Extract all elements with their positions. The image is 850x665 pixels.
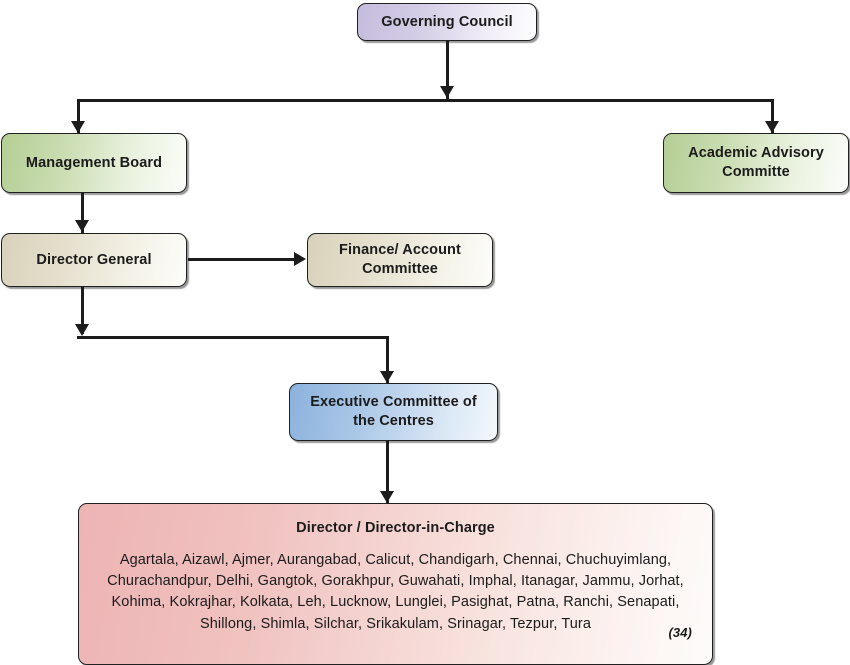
node-academic-advisory-committee-label: Academic Advisory Committe [688,145,824,180]
connector-dg-to-exec-arrowhead [380,371,394,383]
node-finance-account-committee-label: Finance/ Account Committee [339,242,461,277]
connector-to-academic-advisory-stem [771,99,774,135]
node-executive-committee-of-the-centres[interactable]: Executive Committee of the Centres [289,383,498,441]
connector-exec-to-directors-stem [386,441,389,505]
connector-mgmt-to-dg-arrowhead [75,220,89,232]
node-executive-committee-label: Executive Committee of the Centres [310,394,477,429]
node-management-board-label: Management Board [25,154,163,171]
node-director-general[interactable]: Director General [1,233,187,287]
node-directors-in-charge[interactable]: Director / Director-in-Charge Agartala, … [78,503,713,665]
connector-to-management-board-stem [77,99,80,135]
connector-exec-to-directors-arrowhead [380,491,394,503]
connector-top-horizontal-bus [77,99,774,102]
directors-locations-list: Agartala, Aizawl, Ajmer, Aurangabad, Cal… [107,551,684,632]
node-finance-account-committee[interactable]: Finance/ Account Committee [307,233,493,287]
connector-governing-down-stem [446,41,449,99]
connector-dg-to-exec-down-stem [81,287,84,334]
node-director-general-label: Director General [36,251,152,268]
connector-mgmt-to-dg-stem [81,193,84,233]
connector-dg-to-exec-corner-arrowhead [75,324,89,336]
directors-title: Director / Director-in-Charge [296,520,495,536]
node-management-board[interactable]: Management Board [1,133,187,193]
connector-dg-to-finance-stem [188,258,296,261]
node-governing-council-label: Governing Council [381,13,513,30]
connector-dg-to-exec-drop-stem [386,336,389,384]
connector-governing-down-arrowhead [440,86,454,98]
node-governing-council[interactable]: Governing Council [357,3,537,41]
connector-dg-to-finance-arrowhead [294,252,306,266]
connector-to-academic-advisory-arrowhead [765,121,779,133]
node-academic-advisory-committee[interactable]: Academic Advisory Committe [663,133,849,193]
connector-dg-to-exec-horizontal [77,336,389,339]
connector-to-management-board-arrowhead [71,121,85,133]
directors-count-badge: (34) [668,625,692,641]
